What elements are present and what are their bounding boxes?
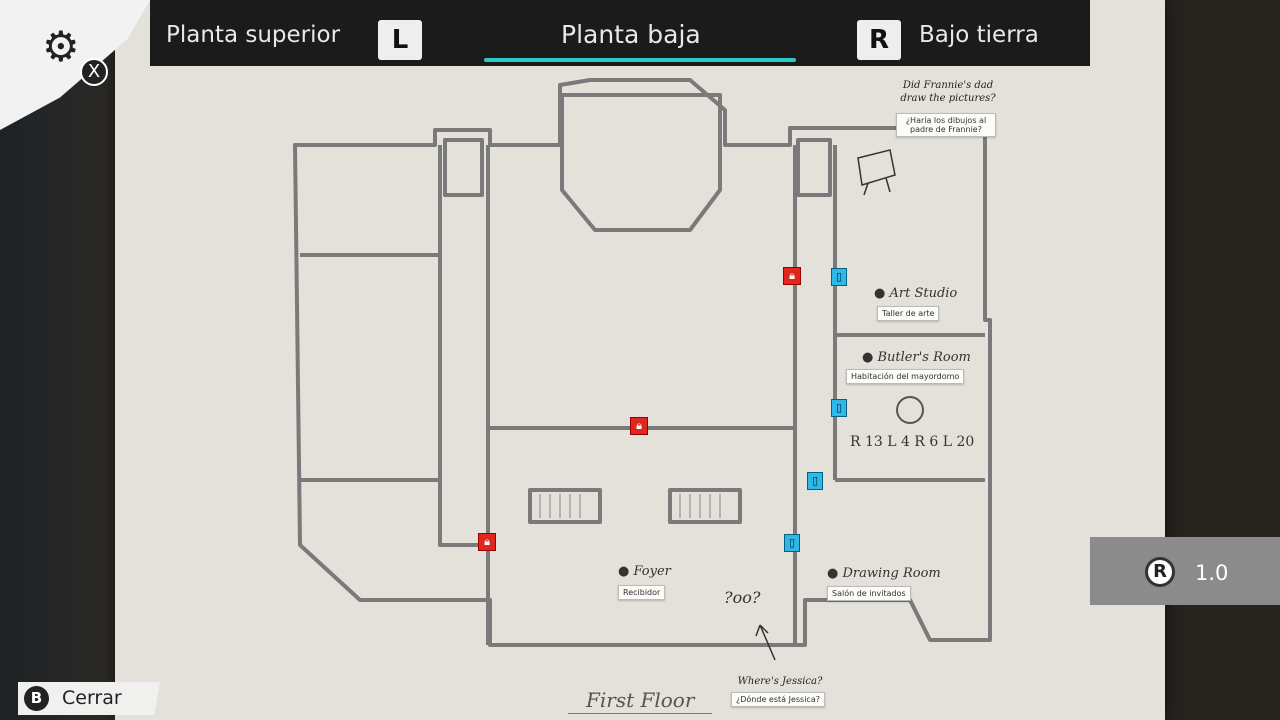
close-button[interactable]: B Cerrar xyxy=(18,682,160,715)
l-button-icon[interactable]: L xyxy=(378,20,422,60)
room-label: Art Studio xyxy=(889,286,958,301)
emblem-icon xyxy=(896,396,924,424)
room-label: Foyer xyxy=(633,564,671,579)
room-art-studio-translation: Taller de arte xyxy=(877,306,940,321)
room-drawing-room-translation: Salón de invitados xyxy=(827,586,911,601)
door-icon[interactable]: ▯ xyxy=(831,399,847,417)
active-tab-underline xyxy=(484,58,796,62)
room-label: Butler's Room xyxy=(877,350,971,365)
stair-left xyxy=(528,488,742,524)
door-icon[interactable]: ▯ xyxy=(784,534,800,552)
map-title: First Floor xyxy=(586,688,695,712)
room-art-studio[interactable]: ● Art Studio xyxy=(874,286,958,301)
puzzle-code: R 13 L 4 R 6 L 20 xyxy=(850,434,975,450)
background xyxy=(0,0,120,720)
easel-icon xyxy=(857,149,896,196)
stairs-top xyxy=(443,138,832,197)
x-button[interactable]: X xyxy=(80,58,108,86)
r-stick-icon[interactable]: R xyxy=(1145,557,1175,587)
tab-ground-floor[interactable]: Planta baja xyxy=(561,20,701,49)
floor-tab-bar xyxy=(150,0,1090,66)
r-button-icon[interactable]: R xyxy=(857,20,901,60)
tab-upper-floor[interactable]: Planta superior xyxy=(166,22,341,48)
locked-door-icon[interactable]: 🔒︎ xyxy=(478,533,496,551)
room-drawing-room[interactable]: ● Drawing Room xyxy=(827,566,941,581)
note-frannie-translation: ¿Haría los dibujos al padre de Frannie? xyxy=(896,113,996,137)
zoom-level: 1.0 xyxy=(1195,561,1229,585)
locked-door-icon[interactable]: 🔒︎ xyxy=(630,417,648,435)
note-jessica: Where's Jessica? xyxy=(737,676,823,687)
note-frannie: Did Frannie's dad draw the pictures? xyxy=(900,80,996,104)
room-label: Drawing Room xyxy=(842,566,941,581)
zoom-panel: R 1.0 xyxy=(1090,537,1280,605)
title-underline xyxy=(568,713,712,714)
b-button-icon: B xyxy=(24,686,49,711)
close-label: Cerrar xyxy=(62,687,122,709)
outer-wall-left xyxy=(293,78,992,647)
room-butlers-room-translation: Habitación del mayordomo xyxy=(846,369,965,384)
room-butlers-room[interactable]: ● Butler's Room xyxy=(862,350,971,365)
room-foyer-translation: Recibidor xyxy=(618,585,666,600)
room-foyer[interactable]: ● Foyer xyxy=(618,564,671,579)
arrow-icon xyxy=(755,624,776,661)
gear-icon[interactable]: ⚙ xyxy=(42,22,80,71)
door-icon[interactable]: ▯ xyxy=(831,268,847,286)
sketch-question: ?oo? xyxy=(724,588,761,607)
octagon-room xyxy=(560,93,722,232)
door-icon[interactable]: ▯ xyxy=(807,472,823,490)
tab-underground[interactable]: Bajo tierra xyxy=(919,22,1039,48)
locked-door-icon[interactable]: 🔒︎ xyxy=(783,267,801,285)
note-jessica-translation: ¿Dónde está Jessica? xyxy=(731,692,825,707)
